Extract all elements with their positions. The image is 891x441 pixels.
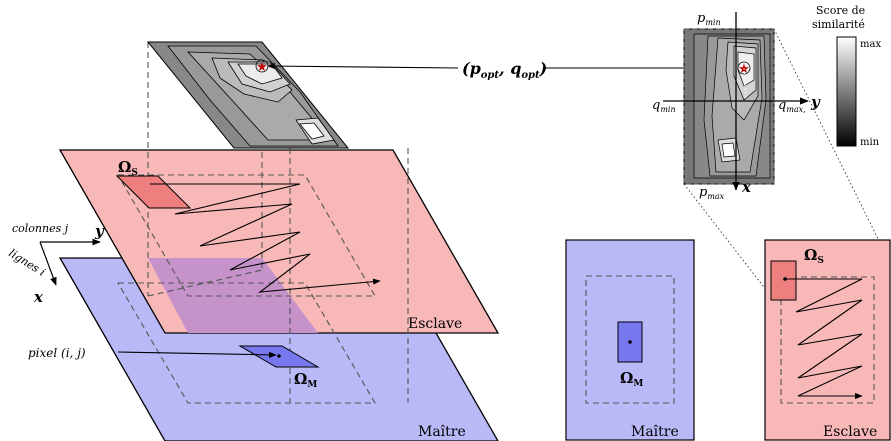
- right-axes: [663, 12, 809, 191]
- esclave-small-label: Esclave: [823, 424, 877, 440]
- axis-y-left-label: y: [94, 222, 105, 240]
- master-search-area: [117, 282, 376, 404]
- omega-s-window: [115, 175, 192, 209]
- score-colorbar: [836, 36, 857, 147]
- lignes-label: lignes i: [6, 247, 47, 279]
- similarity-map-3d: ★: [146, 41, 350, 149]
- zoom-connectors: [683, 28, 891, 296]
- omega-s-label: ΩS: [118, 158, 138, 178]
- p-max-label: pmax: [699, 185, 725, 201]
- slave-panel-scan-path: [786, 278, 863, 400]
- score-title-line1: Score de: [816, 4, 865, 17]
- left-axes: [39, 238, 101, 286]
- slave-panel-search-area: [780, 276, 875, 404]
- omega-s-small-label: ΩS: [804, 246, 824, 266]
- pixel-label: pixel (i, j): [28, 346, 86, 360]
- slave-panel-window: [770, 260, 797, 301]
- p-min-label: pmin: [697, 11, 721, 27]
- maitre-small-label: Maître: [631, 424, 679, 440]
- popt-qopt-label: (popt, qopt): [462, 59, 547, 81]
- score-title-line2: similarité: [812, 18, 865, 31]
- maitre-label: Maître: [418, 424, 466, 440]
- esclave-label: Esclave: [408, 316, 462, 332]
- score-min-label: min: [860, 137, 880, 148]
- axis-x-left-label: x: [33, 288, 44, 306]
- omega-m-label: ΩM: [294, 370, 317, 390]
- popt-arrow-left: [267, 62, 459, 70]
- center-pixel: [277, 354, 281, 358]
- pixel-arrow: [117, 351, 277, 358]
- master-panel-search-area: [585, 275, 675, 404]
- svg-text:(popt, qopt): (popt, qopt): [462, 59, 547, 81]
- q-max-label: qmax,: [778, 98, 806, 114]
- similarity-map-2d: ★: [683, 28, 775, 185]
- omega-m-small-label: ΩM: [620, 369, 643, 389]
- axis-x-right-label: x: [741, 178, 752, 196]
- scan-path: [150, 183, 381, 293]
- slave-panel-pixel: [783, 277, 787, 281]
- optimum-star-icon: ★: [256, 60, 268, 75]
- master-panel-pixel: [628, 340, 632, 344]
- axis-y-right-label: y: [810, 93, 821, 111]
- score-max-label: max: [860, 39, 881, 50]
- slave-search-area: [117, 174, 376, 297]
- colonnes-label: colonnes j: [12, 222, 69, 235]
- q-min-label: qmin: [652, 98, 676, 114]
- overlap-region: [148, 258, 318, 333]
